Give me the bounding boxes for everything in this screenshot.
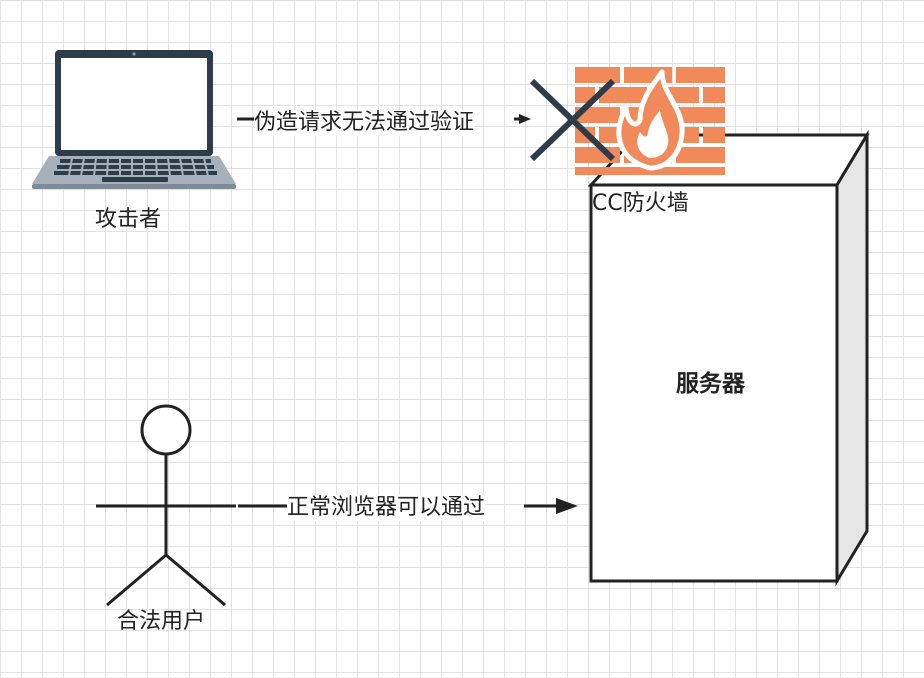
cross-icon — [529, 78, 616, 162]
server-label: 服务器 — [676, 371, 745, 397]
normal-browser-arrow — [238, 498, 578, 514]
firewall-icon — [575, 67, 725, 175]
forged-request-arrow — [237, 114, 531, 124]
forged-request-label: 伪造请求无法通过验证 — [254, 110, 475, 136]
legit-user-label: 合法用户 — [117, 609, 206, 634]
firewall-label: CC防火墙 — [592, 191, 689, 216]
normal-browser-label: 正常浏览器可以通过 — [287, 495, 486, 521]
attacker-label: 攻击者 — [95, 207, 162, 232]
laptop-icon — [32, 50, 236, 189]
person-icon — [96, 404, 236, 607]
